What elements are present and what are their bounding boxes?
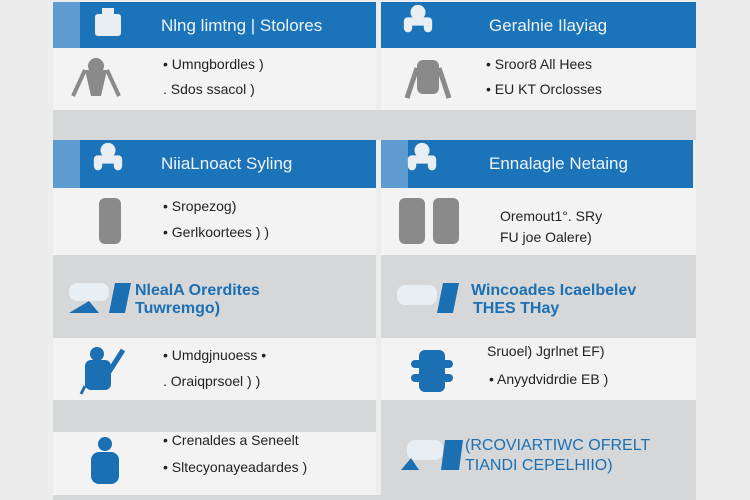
- section-heading: TIANDI CEPELHIIO): [465, 457, 613, 474]
- bottom-band: [53, 495, 696, 500]
- header-accent: [53, 140, 80, 188]
- divider-band: [53, 400, 376, 432]
- group-icon: [93, 142, 123, 171]
- card-title: NiiaLnoact Syling: [161, 154, 293, 173]
- bullet: Sruoel) Jgrlnet EF): [487, 343, 605, 359]
- card-header-2: Geralnie Ilayiag: [381, 2, 696, 48]
- divider-band: [53, 110, 696, 140]
- bullet: • Sropezog): [163, 198, 237, 214]
- section-heading: Wincoades Icaelbelev: [471, 282, 637, 299]
- people-icon: [399, 198, 459, 244]
- section-heading: Tuwremgo): [135, 300, 221, 317]
- card-title: Geralnie Ilayiag: [489, 16, 608, 35]
- group-icon: [403, 4, 433, 33]
- card-body-1: • Umngbordles ) . Sdos ssacol ): [53, 48, 376, 110]
- section-1: NlealA Orerdites Tuwremgo): [53, 255, 376, 338]
- group-icon: [407, 142, 437, 171]
- bullet: • Crenaldes a Seneelt: [163, 432, 299, 448]
- section-heading: (RCOVIARTIWC OFRELT: [465, 437, 651, 454]
- card-title: Ennalagle Netaing: [489, 154, 628, 173]
- card-header-3: NiiaLnoact Syling: [53, 140, 376, 188]
- card-body-6: Sruoel) Jgrlnet EF) • Anyydvidrdie EB ): [381, 338, 696, 400]
- card-body-5: • Umdgjnuoess • . Oraiqprsoel ) ): [53, 338, 376, 400]
- header-accent: [53, 2, 80, 48]
- figure-icon: [404, 60, 452, 99]
- card-body-7: • Crenaldes a Seneelt • Sltecyonayeadard…: [53, 432, 376, 495]
- bullet: • Sltecyonayeadardes ): [163, 459, 308, 475]
- section-3: (RCOVIARTIWC OFRELT TIANDI CEPELHIIO): [381, 400, 696, 495]
- person-icon: [91, 437, 119, 484]
- bullet: Oremout1°. SRy: [500, 208, 603, 224]
- card-title: Nlng limtng | Stolores: [161, 16, 323, 35]
- header-accent: [381, 140, 408, 188]
- bullet: . Oraiqprsoel ) ): [163, 373, 261, 389]
- bullet: • Umdgjnuoess •: [163, 347, 267, 363]
- bullet: • Anyydvidrdie EB ): [489, 371, 609, 387]
- section-heading: NlealA Orerdites: [135, 282, 260, 299]
- bullet: • EU KT Orclosses: [486, 81, 602, 97]
- worker-icon: [79, 347, 126, 395]
- card-header-4: Ennalagle Netaing: [381, 140, 693, 188]
- team-icon: [411, 350, 453, 392]
- section-heading: THES THay: [473, 300, 560, 317]
- bullet: • Gerlkoortees ) ): [163, 224, 270, 240]
- banner-icon: [401, 440, 463, 470]
- card-header-1: Nlng limtng | Stolores: [53, 2, 376, 48]
- section-2: Wincoades Icaelbelev THES THay: [381, 255, 696, 338]
- banner-icon: [397, 283, 459, 313]
- bullet: • Umngbordles ): [163, 56, 264, 72]
- figure-icon: [99, 198, 121, 244]
- card-body-4: Oremout1°. SRy FU joe Oalere): [381, 188, 696, 255]
- card-body-2: • Sroor8 All Hees • EU KT Orclosses: [381, 48, 696, 110]
- bullet: • Sroor8 All Hees: [486, 56, 593, 72]
- banner-icon: [69, 283, 131, 313]
- bullet: . Sdos ssacol ): [163, 81, 255, 97]
- figure-icon: [71, 58, 121, 97]
- badge-icon: [95, 8, 121, 36]
- card-body-3: • Sropezog) • Gerlkoortees ) ): [53, 188, 376, 255]
- bullet: FU joe Oalere): [500, 229, 592, 245]
